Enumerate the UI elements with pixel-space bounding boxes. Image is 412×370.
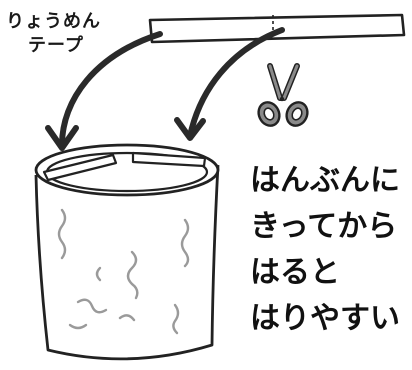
- tape-strip: [148, 13, 406, 44]
- instruction-line-3: はると: [250, 255, 340, 290]
- tape-label: りょうめん テープ: [6, 10, 146, 58]
- instruction-line-1: はんぶんに: [250, 163, 400, 198]
- tape-label-line-2: テープ: [28, 35, 84, 56]
- scissors-icon: [257, 63, 309, 127]
- tape-piece-right: [131, 151, 207, 168]
- instruction-line-4: はりやすい: [250, 301, 400, 336]
- instruction-text: はんぶんに きってから はると はりやすい: [250, 158, 410, 342]
- arrow-left: [45, 31, 163, 151]
- tape-label-line-1: りょうめん: [6, 11, 101, 32]
- arrow-right: [174, 27, 285, 141]
- instruction-line-2: きってから: [250, 209, 398, 244]
- cylinder: [34, 143, 220, 361]
- tape-piece-left: [42, 153, 118, 182]
- cylinder-texture: [57, 208, 190, 335]
